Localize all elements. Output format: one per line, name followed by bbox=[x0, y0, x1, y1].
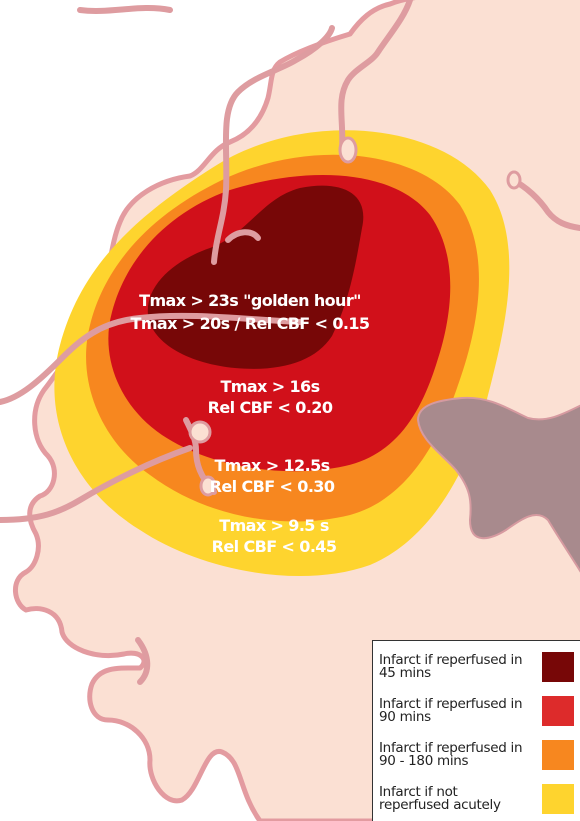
zone-orange-label-line1: Tmax > 12.5s bbox=[214, 456, 329, 475]
legend-label: Infarct if reperfused in 45 mins bbox=[379, 652, 523, 681]
zone-core-label-line1: Tmax > 23s "golden hour" bbox=[139, 291, 361, 310]
legend-label: Infarct if reperfused in 90 - 180 mins bbox=[379, 740, 523, 769]
zone-red-label-line2: Rel CBF < 0.20 bbox=[208, 398, 333, 417]
zone-yellow-label-line1: Tmax > 9.5 s bbox=[219, 516, 329, 535]
zone-yellow-label-line2: Rel CBF < 0.45 bbox=[212, 537, 337, 556]
legend-swatch bbox=[542, 652, 574, 682]
zone-core-area bbox=[147, 185, 364, 369]
zone-core-label-line2: Tmax > 20s / Rel CBF < 0.15 bbox=[131, 314, 370, 333]
legend: Infarct if reperfused in 45 mins Infarct… bbox=[372, 640, 580, 821]
zone-red-label-line1: Tmax > 16s bbox=[220, 377, 319, 396]
legend-item-45-mins: Infarct if reperfused in 45 mins bbox=[379, 645, 580, 689]
sulcus-tips bbox=[188, 136, 522, 497]
zone-orange-label-line2: Rel CBF < 0.30 bbox=[210, 477, 335, 496]
legend-swatch bbox=[542, 784, 574, 814]
legend-label: Infarct if reperfused in 90 mins bbox=[379, 696, 523, 725]
legend-item-90-mins: Infarct if reperfused in 90 mins bbox=[379, 689, 580, 733]
ventricle bbox=[416, 396, 580, 573]
legend-item-not-reperfused: Infarct if not reperfused acutely bbox=[379, 777, 580, 821]
legend-label: Infarct if not reperfused acutely bbox=[379, 784, 501, 813]
legend-swatch bbox=[542, 740, 574, 770]
legend-item-90-180-mins: Infarct if reperfused in 90 - 180 mins bbox=[379, 733, 580, 777]
legend-swatch bbox=[542, 696, 574, 726]
